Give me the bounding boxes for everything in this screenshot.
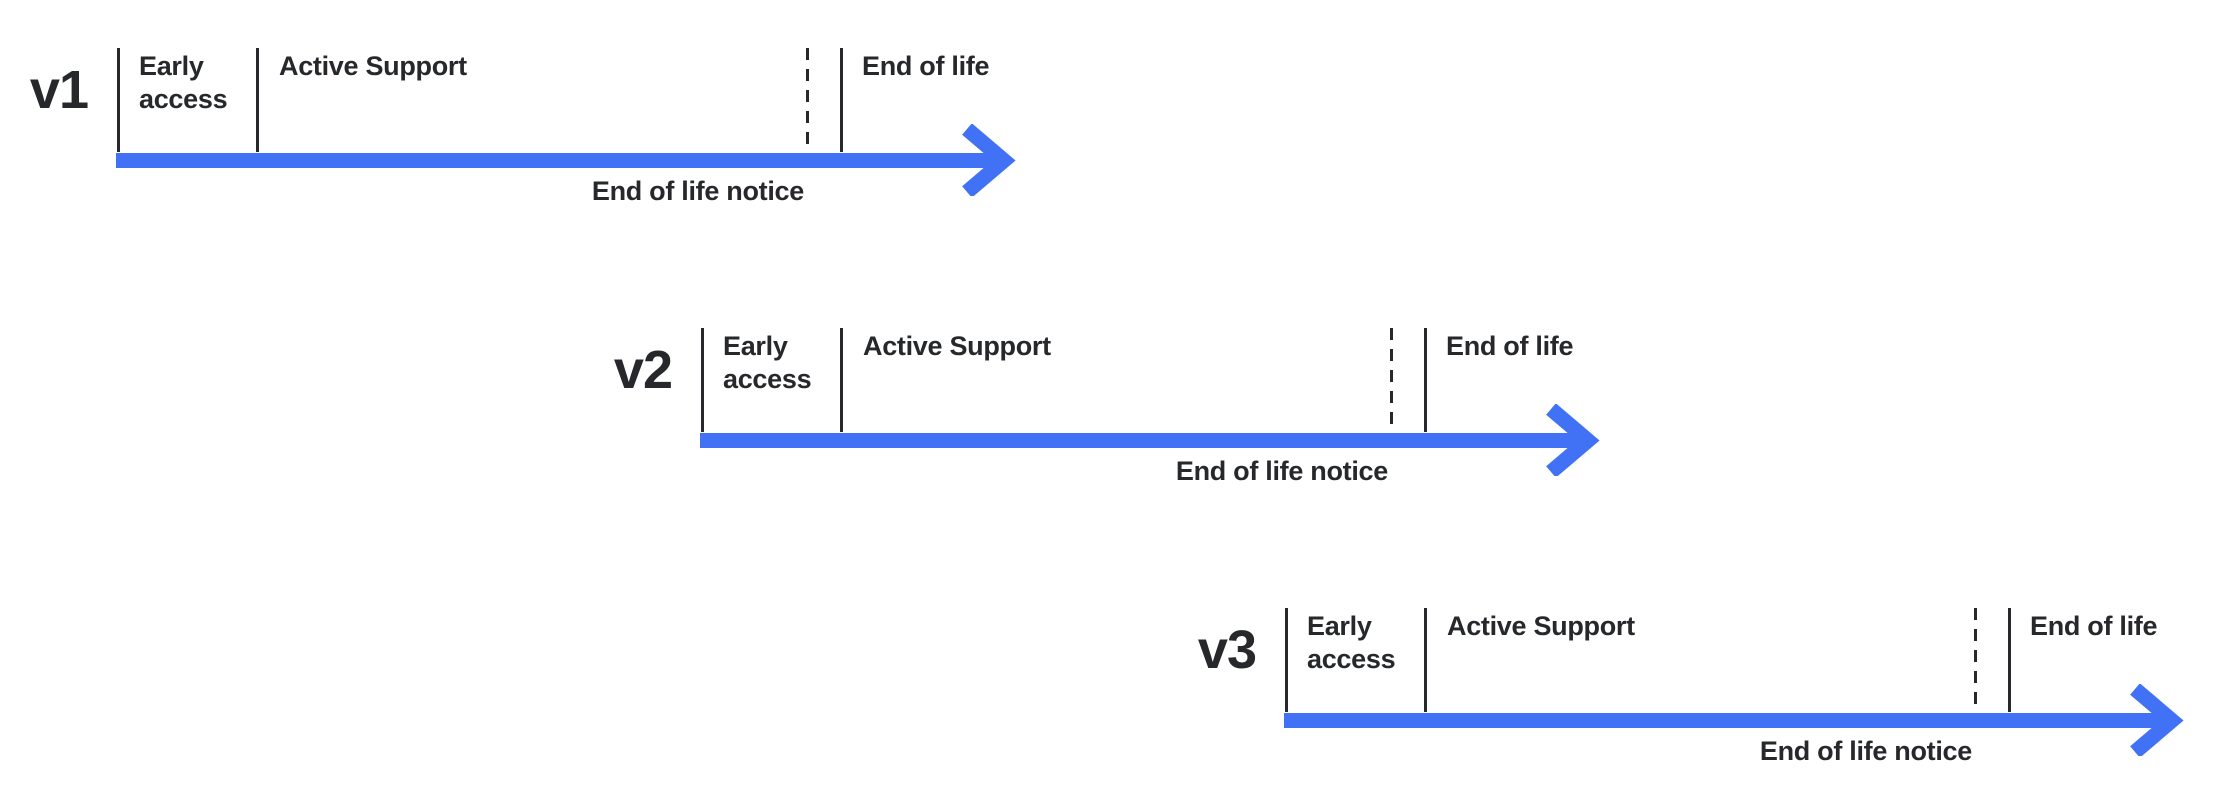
active-support-label: Active Support bbox=[1447, 611, 1635, 641]
active-support-label: Active Support bbox=[863, 331, 1051, 361]
version-label: v2 bbox=[613, 340, 673, 400]
early-access-start-tick bbox=[701, 328, 704, 432]
end-of-life-label: End of life bbox=[1446, 331, 1574, 361]
timeline-arrow-icon bbox=[1284, 684, 2184, 756]
version-label: v1 bbox=[29, 60, 89, 120]
end-of-life-tick bbox=[2008, 608, 2011, 712]
end-of-life-label: End of life bbox=[2030, 611, 2158, 641]
end-of-life-notice-label: End of life notice bbox=[1175, 456, 1388, 486]
active-support-start-tick bbox=[256, 48, 259, 152]
eol-notice-dashed-line bbox=[1390, 328, 1393, 432]
eol-notice-dashed-line bbox=[1974, 608, 1977, 712]
active-support-start-tick bbox=[1424, 608, 1427, 712]
eol-notice-dashed-line bbox=[806, 48, 809, 152]
early-access-label: Early access bbox=[1307, 611, 1396, 674]
version-label: v3 bbox=[1197, 620, 1257, 680]
end-of-life-notice-label: End of life notice bbox=[591, 176, 804, 206]
end-of-life-tick bbox=[1424, 328, 1427, 432]
early-access-start-tick bbox=[117, 48, 120, 152]
end-of-life-notice-label: End of life notice bbox=[1759, 736, 1972, 766]
end-of-life-label: End of life bbox=[862, 51, 990, 81]
active-support-label: Active Support bbox=[279, 51, 467, 81]
timeline-arrow-icon bbox=[116, 124, 1016, 196]
active-support-start-tick bbox=[840, 328, 843, 432]
early-access-label: Early access bbox=[139, 51, 228, 114]
early-access-start-tick bbox=[1285, 608, 1288, 712]
timeline-arrow-icon bbox=[700, 404, 1600, 476]
early-access-label: Early access bbox=[723, 331, 812, 394]
end-of-life-tick bbox=[840, 48, 843, 152]
